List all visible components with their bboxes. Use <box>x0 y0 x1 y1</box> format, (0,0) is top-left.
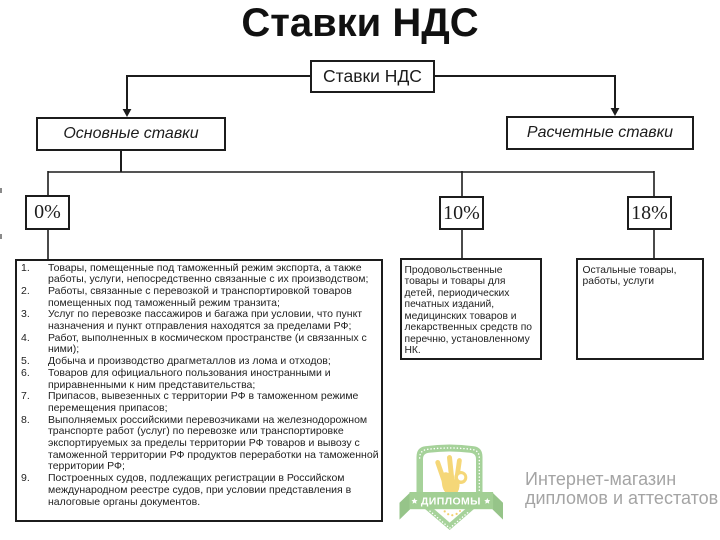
svg-text:ДИПЛОМЫ: ДИПЛОМЫ <box>421 495 481 507</box>
